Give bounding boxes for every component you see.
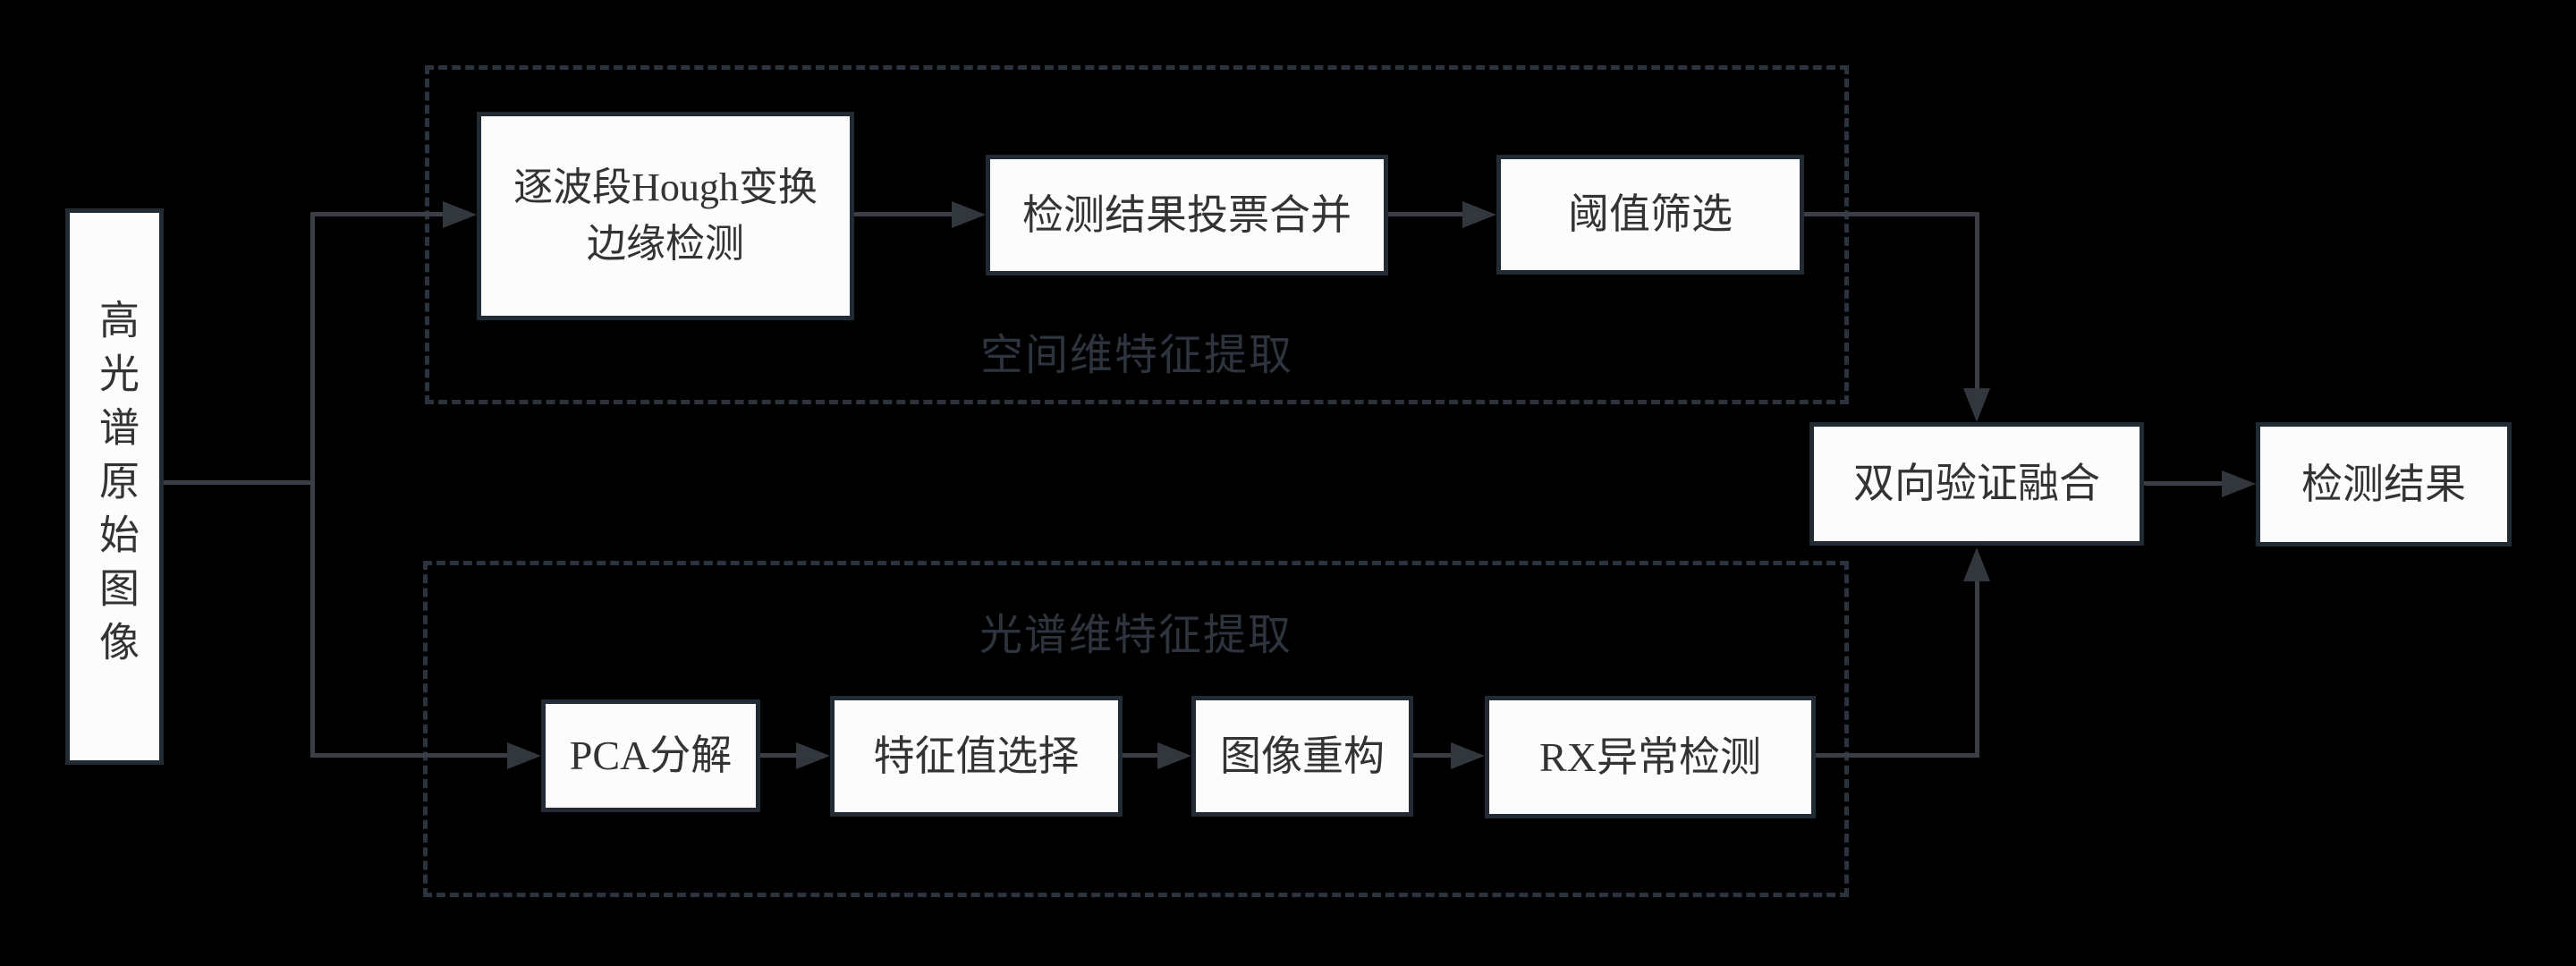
- node-detection-result: 检测结果: [2256, 422, 2512, 547]
- arrowhead-hough-to-voting: [952, 201, 986, 228]
- arrowhead-voting-to-threshold: [1462, 201, 1496, 228]
- node-bidirectional-fusion: 双向验证融合: [1809, 422, 2144, 546]
- arrowhead-into-fusion-top: [1963, 388, 1990, 422]
- spatial-feature-group: 空间维特征提取: [425, 65, 1849, 404]
- connector-fusion-to-result: [2144, 481, 2222, 486]
- node-hough-edge-detection-line2: 边缘检测: [587, 221, 744, 266]
- connector-voting-to-threshold: [1388, 212, 1462, 216]
- connector-to-pca: [310, 753, 507, 758]
- connector-rx-to-fusion-v: [1975, 581, 1979, 756]
- arrowhead-to-hough: [443, 201, 477, 228]
- node-pca-decomposition: PCA分解: [541, 699, 760, 812]
- node-rx-anomaly-detection: RX异常检测: [1485, 696, 1816, 818]
- arrowhead-fusion-to-result: [2222, 470, 2256, 497]
- connector-hough-to-voting: [854, 212, 952, 216]
- connector-pca-to-eigen: [760, 753, 796, 758]
- node-rx-anomaly-detection-label: RX异常检测: [1539, 733, 1761, 780]
- node-eigenvalue-selection-label: 特征值选择: [873, 733, 1080, 779]
- node-hyperspectral-input-label: 高光谱原始图像: [92, 299, 138, 674]
- spectral-group-title: 光谱维特征提取: [979, 612, 1292, 659]
- node-eigenvalue-selection: 特征值选择: [830, 696, 1123, 817]
- spatial-group-title: 空间维特征提取: [979, 332, 1293, 379]
- node-detection-result-label: 检测结果: [2301, 461, 2466, 507]
- connector-branch-vertical: [310, 212, 315, 758]
- node-image-reconstruction-label: 图像重构: [1220, 733, 1385, 779]
- spectral-feature-group: 光谱维特征提取: [423, 561, 1849, 897]
- arrowhead-into-fusion-bottom: [1963, 547, 1990, 581]
- arrowhead-eigen-to-reconstruct: [1157, 742, 1191, 769]
- node-hyperspectral-input: 高光谱原始图像: [65, 208, 164, 765]
- arrowhead-reconstruct-to-rx: [1451, 742, 1485, 769]
- connector-threshold-to-fusion-v: [1975, 212, 1979, 388]
- connector-input-stub: [164, 480, 313, 485]
- node-bidirectional-fusion-label: 双向验证融合: [1853, 461, 2100, 507]
- node-pca-decomposition-label: PCA分解: [569, 733, 733, 779]
- arrowhead-to-pca: [507, 742, 541, 769]
- connector-rx-to-fusion-h: [1816, 753, 1979, 758]
- node-threshold-filter: 阈值筛选: [1496, 155, 1804, 275]
- connector-to-hough: [310, 212, 443, 216]
- arrowhead-pca-to-eigen: [796, 742, 830, 769]
- connector-eigen-to-reconstruct: [1123, 753, 1157, 758]
- node-vote-merge-label: 检测结果投票合并: [1022, 191, 1352, 238]
- node-vote-merge: 检测结果投票合并: [986, 155, 1388, 275]
- node-threshold-filter-label: 阈值筛选: [1568, 191, 1733, 238]
- node-hough-edge-detection: 逐波段Hough变换 边缘检测: [477, 112, 854, 320]
- node-image-reconstruction: 图像重构: [1191, 696, 1413, 817]
- connector-reconstruct-to-rx: [1413, 753, 1451, 758]
- node-hough-edge-detection-line1: 逐波段Hough变换: [513, 165, 818, 210]
- connector-threshold-to-fusion-h: [1804, 212, 1979, 216]
